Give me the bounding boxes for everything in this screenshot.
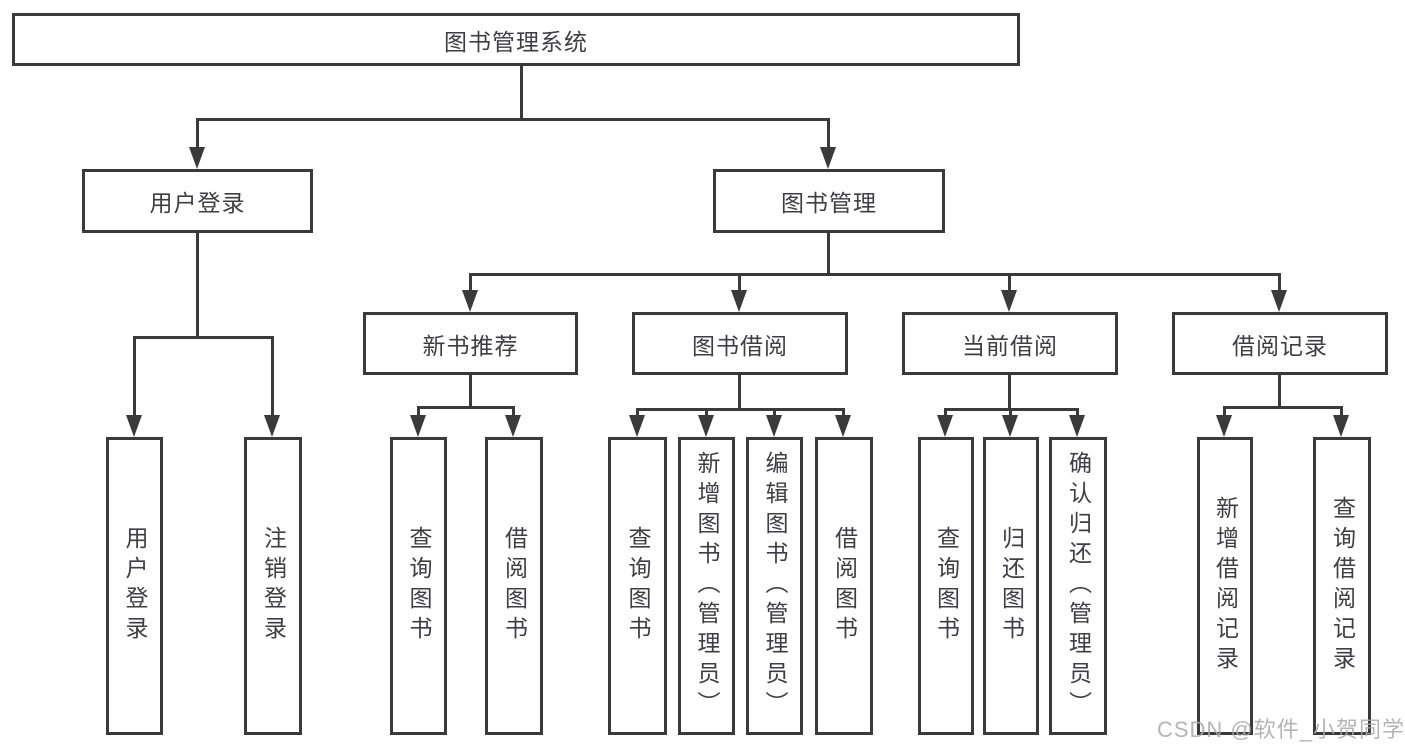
node-label: 当前借阅: [962, 332, 1058, 359]
arrow-down-icon: [189, 147, 205, 169]
leaf-user-login: 用户登录: [106, 437, 163, 735]
connector-newbook-trunk: [469, 375, 472, 406]
connector-bookmgmt-hbar: [469, 273, 1281, 276]
node-new-book-recommend: 新书推荐: [363, 312, 578, 375]
leaf-logout: 注销登录: [244, 437, 302, 735]
leaf-query-borrow-record: 查询借阅记录: [1313, 437, 1371, 735]
connector-bookmgmt-trunk: [827, 233, 830, 273]
connector-newbook-hbar: [417, 406, 515, 409]
arrow-down-icon: [1333, 415, 1349, 437]
connector-stem: [1076, 408, 1079, 415]
leaf-label: 查询图书: [933, 526, 960, 646]
leaf-label: 查询图书: [406, 526, 432, 646]
leaf-borrow-books-recommend: 借阅图书: [485, 437, 543, 735]
node-current-borrow: 当前借阅: [902, 312, 1118, 375]
leaf-query-books-current: 查询图书: [918, 437, 974, 735]
connector-stem: [133, 336, 136, 415]
arrow-down-icon: [820, 147, 836, 169]
arrow-down-icon: [1216, 415, 1232, 437]
leaf-label: 新增借阅记录: [1212, 496, 1239, 676]
arrow-down-icon: [835, 415, 851, 437]
arrow-down-icon: [264, 415, 280, 437]
leaf-label: 注销登录: [260, 526, 287, 646]
leaf-confirm-return-admin: 确认归还（管理员）: [1049, 437, 1107, 735]
connector-borrowrecord-trunk: [1278, 375, 1281, 406]
node-label: 图书管理系统: [444, 28, 588, 55]
connector-userlogin-hbar: [133, 336, 274, 339]
connector-stem: [271, 336, 274, 415]
leaf-edit-books-admin: 编辑图书（管理员）: [746, 437, 803, 735]
arrow-down-icon: [410, 415, 426, 437]
arrow-down-icon: [698, 415, 714, 437]
node-label: 新书推荐: [422, 332, 519, 359]
connector-bookborrow-trunk: [738, 375, 741, 408]
arrow-down-icon: [1271, 290, 1287, 312]
connector-borrowrecord-hbar: [1223, 406, 1343, 409]
connector-stem: [705, 408, 708, 415]
connector-stem: [773, 408, 776, 415]
arrow-down-icon: [505, 415, 521, 437]
node-user-login: 用户登录: [82, 169, 313, 233]
leaf-label: 查询图书: [625, 526, 651, 646]
connector-stem: [1008, 273, 1011, 290]
connector-stem: [417, 406, 420, 415]
arrow-down-icon: [1001, 290, 1017, 312]
leaf-label: 编辑图书（管理员）: [762, 451, 788, 721]
arrow-down-icon: [766, 415, 782, 437]
leaf-label: 查询借阅记录: [1329, 496, 1356, 676]
connector-stem: [1278, 273, 1281, 290]
connector-currentborrow-trunk: [1008, 375, 1011, 408]
leaf-query-books-borrow: 查询图书: [608, 437, 667, 735]
node-book-management: 图书管理: [713, 169, 945, 233]
connector-stem: [1009, 408, 1012, 415]
connector-stem: [1340, 406, 1343, 415]
node-label: 用户登录: [149, 190, 246, 216]
node-book-management-system: 图书管理系统: [12, 13, 1020, 66]
leaf-borrow-books: 借阅图书: [815, 437, 873, 735]
connector-userlogin-trunk: [196, 233, 199, 336]
leaf-label: 新增图书（管理员）: [694, 451, 720, 721]
arrow-down-icon: [937, 415, 953, 437]
connector-root-hbar: [196, 118, 830, 121]
leaf-return-books: 归还图书: [983, 437, 1039, 735]
connector-stem: [469, 273, 472, 290]
connector-stem: [1223, 406, 1226, 415]
connector-stem: [827, 118, 830, 147]
arrow-down-icon: [731, 290, 747, 312]
node-label: 借阅记录: [1232, 332, 1328, 359]
leaf-label: 借阅图书: [831, 526, 858, 646]
connector-stem: [842, 408, 845, 415]
connector-stem: [512, 406, 515, 415]
arrow-down-icon: [629, 415, 645, 437]
node-borrow-record: 借阅记录: [1172, 312, 1388, 375]
arrow-down-icon: [462, 290, 478, 312]
node-label: 图书借阅: [692, 332, 788, 359]
arrow-down-icon: [126, 415, 142, 437]
leaf-label: 确认归还（管理员）: [1065, 451, 1092, 721]
leaf-add-borrow-record: 新增借阅记录: [1197, 437, 1253, 735]
connector-root-trunk: [520, 66, 523, 118]
arrow-down-icon: [1002, 415, 1018, 437]
leaf-label: 归还图书: [998, 526, 1025, 646]
leaf-add-books-admin: 新增图书（管理员）: [678, 437, 735, 735]
connector-stem: [196, 118, 199, 147]
connector-stem: [636, 408, 639, 415]
connector-bookborrow-hbar: [636, 408, 845, 411]
node-book-borrow: 图书借阅: [632, 312, 848, 375]
leaf-label: 用户登录: [122, 526, 148, 646]
arrow-down-icon: [1069, 415, 1085, 437]
csdn-watermark: CSDN @软件_小贺同学: [1156, 717, 1405, 742]
leaf-query-books-recommend: 查询图书: [390, 437, 447, 735]
leaf-label: 借阅图书: [501, 526, 528, 646]
node-label: 图书管理: [781, 190, 877, 216]
connector-stem: [738, 273, 741, 290]
connector-stem: [944, 408, 947, 415]
